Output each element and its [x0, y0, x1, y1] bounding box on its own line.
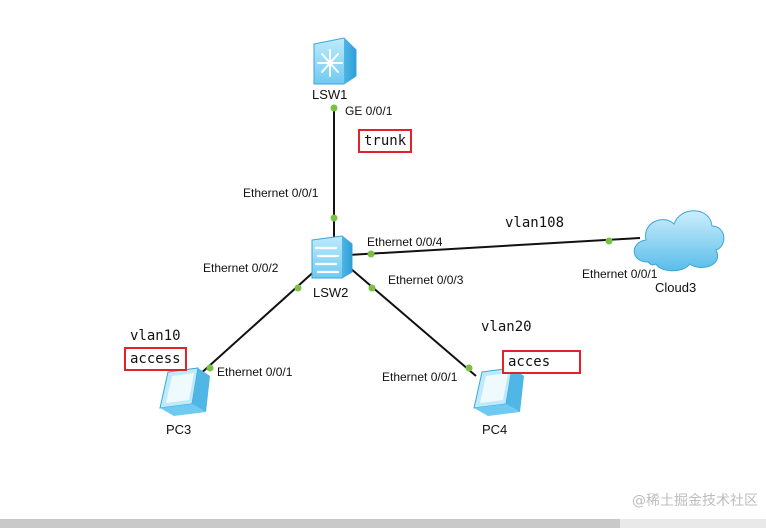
- port-dot-lsw2-e4: [367, 250, 375, 258]
- cloud3-label: Cloud3: [655, 280, 697, 295]
- port-label-pc4-e1: Ethernet 0/0/1: [382, 370, 458, 384]
- port-label-cloud3-e1: Ethernet 0/0/1: [582, 267, 658, 281]
- lsw2-switch-icon[interactable]: [311, 235, 353, 279]
- scrollbar-track: [620, 519, 766, 528]
- port-label-lsw2-e3: Ethernet 0/0/3: [388, 273, 464, 287]
- port-dot-pc4-e1: [465, 364, 473, 372]
- lsw1-switch-icon[interactable]: [313, 37, 357, 85]
- port-label-lsw2-e2: Ethernet 0/0/2: [203, 261, 279, 275]
- pc4-computer-icon[interactable]: [473, 367, 524, 416]
- lsw1-label: LSW1: [312, 87, 348, 102]
- vlan-label-pc3: vlan10: [130, 328, 181, 344]
- port-label-pc3-e1: Ethernet 0/0/1: [217, 365, 293, 379]
- link-lsw2-pc3: [197, 267, 319, 377]
- port-label-lsw1-ge: GE 0/0/1: [345, 104, 393, 118]
- pc4-label: PC4: [482, 422, 508, 437]
- watermark: @稀土掘金技术社区: [632, 493, 758, 509]
- port-dot-lsw1-ge: [330, 104, 338, 112]
- port-dot-lsw2-e2: [294, 284, 302, 292]
- port-dot-lsw2-e3: [368, 284, 376, 292]
- port-dot-cloud3-e1: [605, 237, 613, 245]
- port-dot-lsw2-e1: [330, 214, 338, 222]
- pc3-computer-icon[interactable]: [159, 367, 210, 416]
- port-label-lsw2-e1: Ethernet 0/0/1: [243, 186, 319, 200]
- mode-box-pc3-access: access: [124, 347, 187, 371]
- port-dot-pc3-e1: [206, 364, 214, 372]
- port-label-lsw2-e4: Ethernet 0/0/4: [367, 235, 443, 249]
- vlan-label-pc4: vlan20: [481, 319, 532, 335]
- horizontal-scrollbar[interactable]: [0, 519, 620, 528]
- pc3-label: PC3: [166, 422, 192, 437]
- mode-box-trunk: trunk: [358, 129, 413, 153]
- cloud3-icon[interactable]: [633, 210, 725, 272]
- link-lsw2-cloud3: [347, 237, 641, 256]
- lsw2-label: LSW2: [313, 285, 349, 300]
- vlan-label-cloud: vlan108: [505, 215, 565, 231]
- mode-box-pc4-acces: acces: [502, 350, 581, 374]
